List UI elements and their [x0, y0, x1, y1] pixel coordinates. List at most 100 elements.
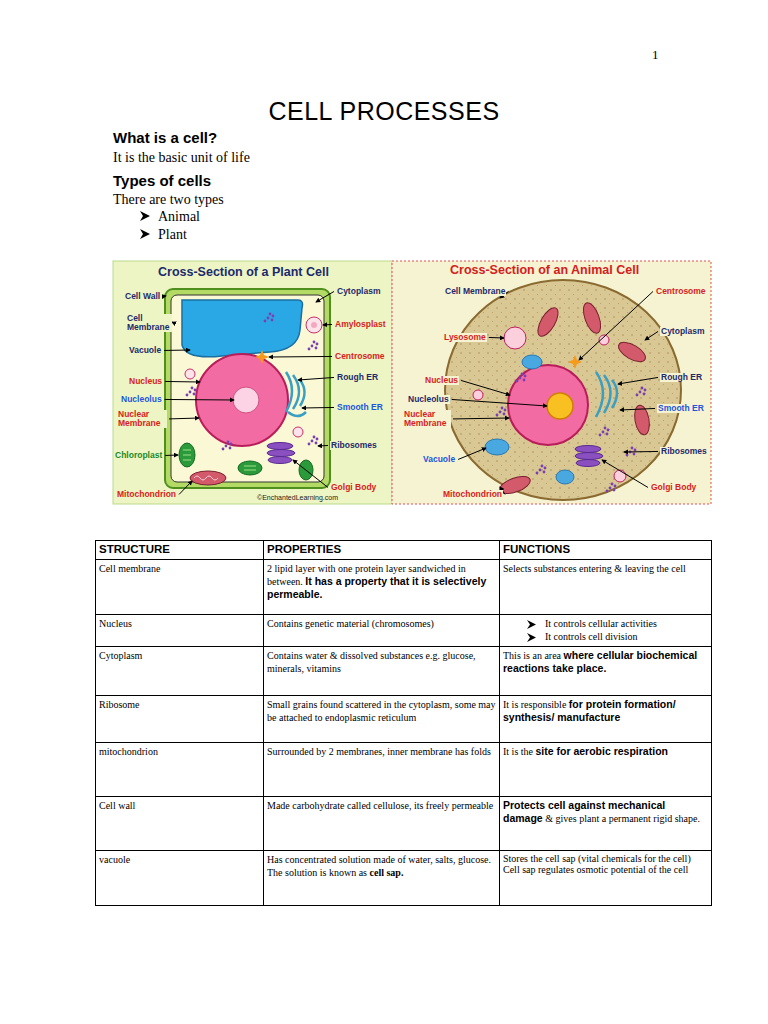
ribosome-dot — [544, 467, 547, 470]
ribosome-dot — [267, 317, 270, 320]
animal-cell — [445, 280, 681, 500]
table-cell-text: Surrounded by 2 membranes, inner membran… — [267, 746, 491, 757]
plant-cell — [268, 457, 292, 464]
leader-line — [318, 445, 328, 447]
ribosome-dot — [315, 347, 318, 350]
plant-cell — [179, 443, 195, 467]
ribosome-dot — [641, 387, 644, 390]
plant-cell — [171, 295, 324, 482]
ribosome-dot — [613, 489, 616, 492]
ribosome-dot — [606, 490, 609, 493]
table-cell: Contains water & dissolved substances e.… — [264, 647, 500, 696]
part-label: Chloroplast — [114, 451, 163, 460]
panel-grounds — [113, 261, 392, 504]
table-cell-text: It controls cellular activities — [545, 618, 657, 629]
table-cell-text: Small grains found scattered in the cyto… — [267, 699, 496, 723]
table-cell: It controls cellular activitiesIt contro… — [500, 615, 712, 647]
ribosome-dot — [536, 472, 539, 475]
leader-line — [165, 399, 234, 401]
table-cell-text: It is the — [503, 746, 533, 757]
plant-cell — [194, 476, 218, 480]
body-text: Animal — [158, 209, 200, 225]
table-cell: Has concentrated solution made of water,… — [264, 851, 500, 906]
table-cell: Cell wall — [96, 797, 264, 851]
plant-cell — [311, 322, 317, 328]
leader-line — [169, 418, 199, 420]
body-text: It is the basic unit of life — [113, 150, 250, 166]
table-cell-text: site for aerobic respiration — [536, 745, 668, 757]
animal-cell — [568, 355, 582, 369]
ribosome-dot — [606, 433, 609, 436]
plant-cell — [165, 289, 330, 488]
ribosome-dot — [230, 443, 233, 446]
table-cell-text: Cell sap regulates osmotic potential of … — [503, 864, 706, 875]
leader-line — [298, 377, 334, 380]
list-bullets — [140, 211, 150, 221]
animal-cell — [596, 372, 603, 417]
leader-line — [458, 448, 486, 459]
leader-line — [164, 350, 190, 351]
leader-line — [602, 460, 648, 487]
ribosome-dot — [269, 313, 272, 316]
ribosome-dots — [186, 313, 647, 493]
ribosome-dot — [636, 394, 639, 397]
table-cell: Surrounded by 2 membranes, inner membran… — [264, 743, 500, 797]
table-header: PROPERTIES — [267, 543, 341, 555]
ribosome-dot — [643, 393, 646, 396]
part-label: Cell Membrane — [126, 314, 172, 332]
table-row: vacuoleHas concentrated solution made of… — [96, 851, 712, 906]
animal-cell — [485, 439, 509, 455]
part-label: Nucleus — [128, 377, 163, 386]
table-cell-text: & gives plant a permanent rigid shape. — [545, 813, 700, 824]
plant-cell — [255, 350, 269, 364]
ribosome-dot — [308, 443, 311, 446]
table-cell-text: Cell wall — [99, 800, 135, 811]
table-cell-text: cell sap. — [370, 867, 404, 878]
ribosome-dot — [644, 389, 647, 392]
table-cell-text: Made carbohydrate called cellulose, its … — [267, 800, 493, 811]
part-label: Smooth ER — [657, 404, 705, 413]
ribosome-dot — [499, 411, 502, 414]
animal-cell — [556, 470, 574, 484]
table-cell: Ribosome — [96, 696, 264, 743]
table-cell: PROPERTIES — [264, 541, 500, 560]
part-label: Cell Membrane — [444, 287, 506, 296]
plant-cell — [238, 461, 262, 475]
leader-line — [452, 399, 547, 406]
ribosome-dot — [316, 438, 319, 441]
table-cell: Contains genetic material (chromosomes) — [264, 615, 500, 647]
table-row: mitochondrionSurrounded by 2 membranes, … — [96, 743, 712, 797]
animal-cell — [604, 375, 611, 413]
animal-cell — [614, 470, 626, 482]
part-label: Ribosomes — [330, 441, 378, 450]
plant-cell — [165, 289, 330, 488]
table-cell: It controls cellular activities — [503, 617, 708, 630]
leader-line — [453, 418, 509, 420]
ribosome-dot — [186, 394, 189, 397]
ribosome-dot — [193, 393, 196, 396]
panel-grounds — [113, 261, 711, 504]
part-label: Rough ER — [336, 373, 379, 382]
animal-cell — [575, 453, 603, 460]
table-cell: It is responsiblefor protein formation/ … — [500, 696, 712, 743]
part-label: Golgi Body — [650, 483, 697, 492]
ribosome-dot — [523, 379, 526, 382]
ribosome-dot — [631, 447, 634, 450]
ribosome-dot — [311, 440, 314, 443]
ribosome-dot — [313, 436, 316, 439]
ribosome-dot — [626, 454, 629, 457]
ribosome-dot — [311, 345, 314, 348]
body-text: There are two types — [113, 192, 224, 208]
structure-table: STRUCTUREPROPERTIESFUNCTIONS Cell membra… — [96, 541, 712, 906]
leader-lines — [163, 291, 658, 494]
table-cell: STRUCTURE — [96, 541, 264, 560]
plant-cell — [185, 369, 195, 379]
leader-line — [165, 381, 200, 383]
animal-cell — [580, 301, 604, 336]
animal-cell — [576, 460, 600, 467]
plant-cell — [185, 369, 303, 437]
ribosome-dot — [602, 431, 605, 434]
animal-cell — [447, 282, 679, 498]
part-label: Centrosome — [334, 352, 386, 361]
part-label: Cell Wall — [124, 292, 161, 301]
